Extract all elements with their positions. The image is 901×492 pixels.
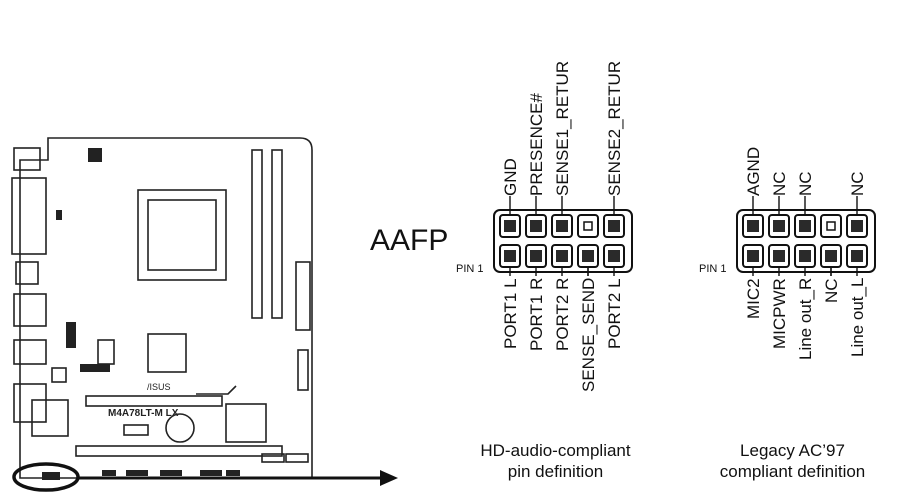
sata-port — [261, 453, 285, 463]
ac97-pin-shell — [820, 214, 842, 238]
ac97-pin — [747, 250, 759, 262]
ac97-pin — [773, 250, 785, 262]
header-block — [226, 470, 240, 476]
ac97-bottom-label: MIC2 — [744, 278, 763, 319]
atx-power-connector — [295, 261, 311, 331]
pin1-label-ac97: PIN 1 — [699, 263, 727, 275]
hd-audio-housing — [493, 209, 633, 273]
ac97-pin — [799, 250, 811, 262]
hd-audio-pin — [556, 250, 568, 262]
io-port — [15, 261, 39, 285]
ac97-pin — [851, 220, 863, 232]
ac97-pin — [851, 250, 863, 262]
board-logo: /ISUS — [147, 382, 171, 392]
header-block — [88, 148, 102, 162]
header-block — [160, 470, 182, 476]
pin1-label-hd: PIN 1 — [456, 263, 484, 275]
ac97-bottom-label: MICPWR — [770, 278, 789, 349]
hd-audio-bottom-label: PORT2 R — [553, 277, 572, 351]
hd-audio-missing-pin — [583, 221, 593, 231]
ac97-pin — [747, 220, 759, 232]
sata-port — [285, 453, 309, 463]
header-block — [200, 470, 222, 476]
chip — [31, 399, 69, 437]
header-block — [66, 322, 76, 348]
ac97-top-label: AGND — [744, 146, 763, 196]
board-outline — [19, 137, 313, 479]
hd-audio-bottom-label: PORT1 L — [501, 278, 520, 349]
motherboard-illustration: /ISUS M4A78LT-M LX — [11, 137, 398, 492]
trace — [196, 385, 237, 395]
hd-audio-pin — [504, 220, 516, 232]
header-block — [56, 210, 62, 220]
ac97-top-label: NC — [848, 171, 867, 196]
hd-audio-pin — [530, 250, 542, 262]
ac97-top-label: NC — [770, 171, 789, 196]
pcie-slot — [75, 445, 283, 457]
hd-audio-pin — [556, 220, 568, 232]
dimm-slot — [251, 149, 263, 319]
hd-audio-pin — [582, 250, 594, 262]
ac97-pin — [825, 250, 837, 262]
hd-audio-top-label: GND — [501, 158, 520, 196]
ac97-bottom-label: Line out_L — [848, 277, 867, 357]
chip — [97, 339, 115, 365]
hd-audio-caption-line2: pin definition — [507, 462, 604, 481]
hd-audio-pin — [608, 250, 620, 262]
hd-audio-caption-line1: HD-audio-compliant — [480, 441, 631, 460]
io-port — [13, 339, 47, 365]
ac97-missing-pin — [826, 221, 836, 231]
ac97-pin — [773, 220, 785, 232]
ac97-caption: Legacy AC’97 compliant definition — [690, 440, 895, 482]
ac97-top-label: NC — [796, 171, 815, 196]
io-port — [11, 177, 47, 255]
cpu-socket — [137, 189, 227, 281]
hd-audio-connector — [493, 196, 633, 276]
ac97-connector — [736, 196, 876, 276]
pointer-arrow-head — [380, 470, 398, 486]
ac97-bottom-label: Line out_R — [796, 277, 815, 360]
hd-audio-bottom-label: SENSE_SEND — [579, 277, 598, 392]
header-block — [126, 470, 148, 476]
io-port — [13, 293, 47, 327]
hd-audio-caption: HD-audio-compliant pin definition — [448, 440, 663, 482]
board-model-label: M4A78LT-M LX — [108, 408, 179, 419]
hd-audio-bottom-label: PORT1 R — [527, 277, 546, 351]
cpu-socket-inner — [147, 199, 217, 271]
sata-port — [297, 349, 309, 391]
ac97-pin — [799, 220, 811, 232]
chip — [147, 333, 187, 373]
io-port — [13, 383, 47, 423]
hd-audio-top-label: SENSE2_RETUR — [605, 60, 624, 196]
hd-audio-pin — [530, 220, 542, 232]
hd-audio-pin-shell — [577, 214, 599, 238]
hd-audio-pin — [504, 250, 516, 262]
hd-audio-top-label: SENSE1_RETUR — [553, 60, 572, 196]
header-block — [102, 470, 116, 476]
ac97-caption-line2: compliant definition — [719, 462, 866, 481]
ac97-bottom-label: NC — [822, 278, 841, 303]
hd-audio-bottom-label: PORT2 L — [605, 278, 624, 349]
pcie-slot — [85, 395, 223, 407]
dimm-slot — [271, 149, 283, 319]
ac97-caption-line1: Legacy AC’97 — [740, 441, 845, 460]
chip — [225, 403, 267, 443]
battery — [165, 413, 195, 443]
hd-audio-top-label: PRESENCE# — [527, 93, 546, 196]
io-port — [13, 147, 41, 171]
hd-audio-pin — [608, 220, 620, 232]
chip — [51, 367, 67, 383]
ac97-housing — [736, 209, 876, 273]
header-block — [80, 364, 110, 372]
header-block — [42, 472, 60, 480]
header-name: AAFP — [370, 224, 449, 257]
chip — [123, 424, 149, 436]
